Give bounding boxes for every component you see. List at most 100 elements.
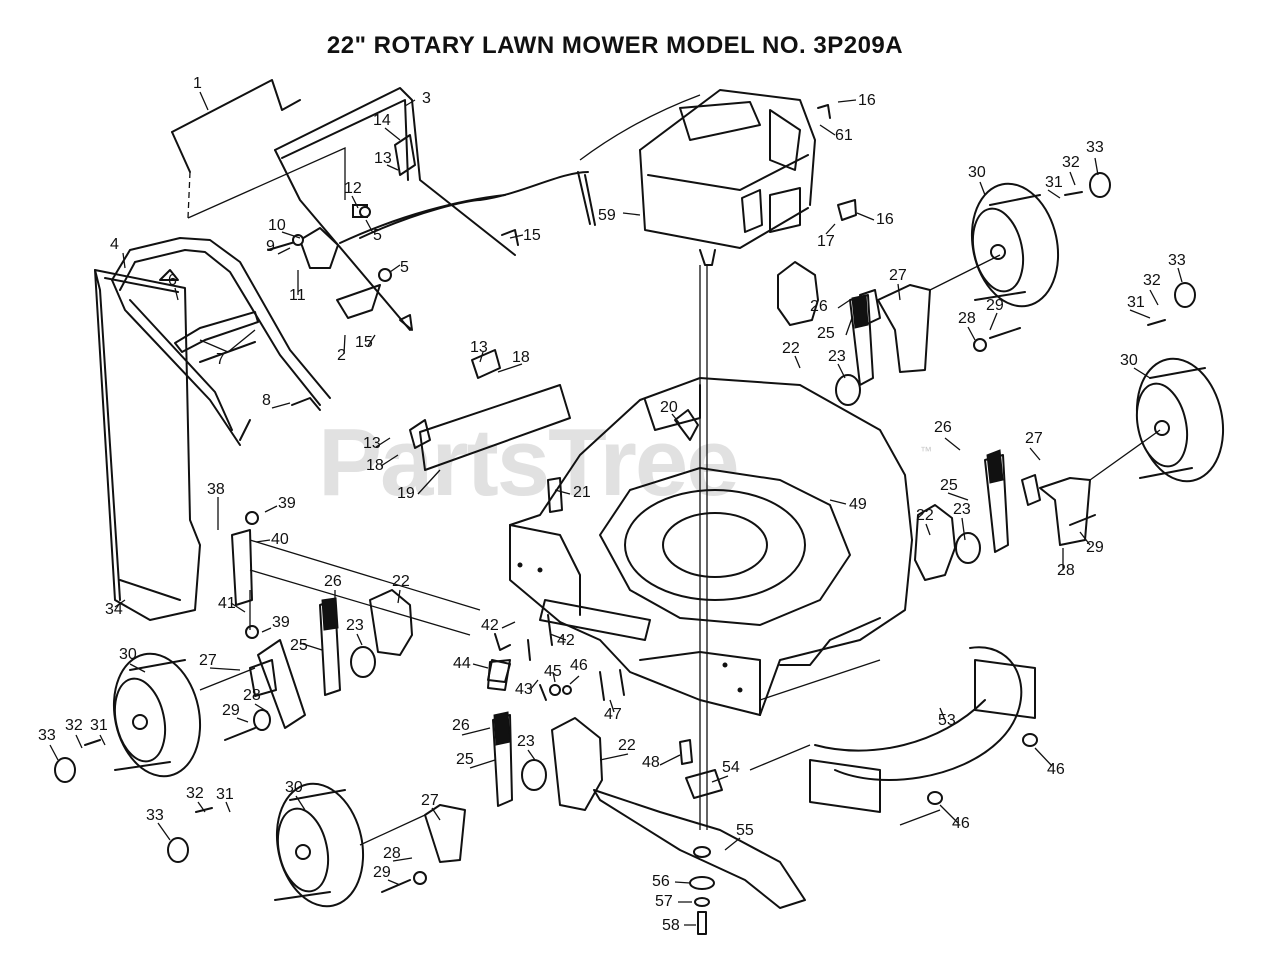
callout-55: 55 <box>736 822 754 839</box>
callout-25: 25 <box>817 325 835 342</box>
deck-fasteners <box>249 539 625 701</box>
callout-8: 8 <box>262 392 271 409</box>
callout-21: 21 <box>573 484 591 501</box>
callout-28: 28 <box>243 687 261 704</box>
callout-5: 5 <box>373 227 382 244</box>
callout-32: 32 <box>186 785 204 802</box>
callout-29: 29 <box>373 864 391 881</box>
rear-wheel-upper <box>970 182 1060 308</box>
callout-25: 25 <box>940 477 958 494</box>
front-wheel-upper <box>112 652 202 778</box>
callout-7: 7 <box>216 351 225 368</box>
callout-22: 22 <box>618 737 636 754</box>
callout-31: 31 <box>216 786 234 803</box>
engine <box>579 89 857 266</box>
callout-30: 30 <box>1120 352 1138 369</box>
callout-2: 2 <box>337 347 346 364</box>
callout-48: 48 <box>642 754 660 771</box>
callout-13: 13 <box>374 150 392 167</box>
front-wheel-lower <box>274 782 365 908</box>
callout-28: 28 <box>383 845 401 862</box>
callout-57: 57 <box>655 893 673 910</box>
height-adjusters-right <box>777 261 1009 581</box>
front-axle-hardware <box>54 659 466 893</box>
callout-31: 31 <box>90 717 108 734</box>
callout-6: 6 <box>168 272 177 289</box>
callout-47: 47 <box>604 706 622 723</box>
callout-19: 19 <box>397 485 415 502</box>
callout-30: 30 <box>285 779 303 796</box>
callout-16: 16 <box>858 92 876 109</box>
callout-33: 33 <box>1086 139 1104 156</box>
callout-5: 5 <box>400 259 409 276</box>
upper-handle <box>171 79 516 331</box>
callout-39: 39 <box>272 614 290 631</box>
control-cable <box>339 171 596 244</box>
callout-15: 15 <box>355 334 373 351</box>
callout-27: 27 <box>889 267 907 284</box>
callout-20: 20 <box>660 399 678 416</box>
rear-chute <box>749 646 1038 826</box>
callout-54: 54 <box>722 759 740 776</box>
callout-9: 9 <box>266 238 275 255</box>
callout-46: 46 <box>570 657 588 674</box>
callout-11: 11 <box>289 287 306 304</box>
callout-40: 40 <box>271 531 289 548</box>
callout-27: 27 <box>421 792 439 809</box>
callout-22: 22 <box>916 507 934 524</box>
callout-16: 16 <box>876 211 894 228</box>
callout-17: 17 <box>817 233 835 250</box>
callout-18: 18 <box>512 349 530 366</box>
callout-23: 23 <box>953 501 971 518</box>
callout-39: 39 <box>278 495 296 512</box>
callout-49: 49 <box>849 496 867 513</box>
callout-26: 26 <box>324 573 342 590</box>
callout-33: 33 <box>146 807 164 824</box>
callout-18: 18 <box>366 457 384 474</box>
blade-assembly <box>593 739 806 935</box>
rear-wheel-lower <box>1135 357 1225 483</box>
callout-29: 29 <box>222 702 240 719</box>
callout-30: 30 <box>968 164 986 181</box>
callout-25: 25 <box>290 637 308 654</box>
callout-12: 12 <box>344 180 362 197</box>
callout-29: 29 <box>986 297 1004 314</box>
callout-22: 22 <box>782 340 800 357</box>
callout-30: 30 <box>119 646 137 663</box>
callout-4: 4 <box>110 236 119 253</box>
callout-42: 42 <box>481 617 499 634</box>
callout-29: 29 <box>1086 539 1104 556</box>
watermark-trademark: ™ <box>920 444 932 458</box>
callout-13: 13 <box>363 435 381 452</box>
grass-catcher <box>94 269 201 621</box>
callout-32: 32 <box>65 717 83 734</box>
callout-32: 32 <box>1143 272 1161 289</box>
callout-33: 33 <box>38 727 56 744</box>
callout-23: 23 <box>828 348 846 365</box>
leader-lines <box>49 91 1183 926</box>
callout-45: 45 <box>544 663 562 680</box>
callout-38: 38 <box>207 481 225 498</box>
callout-26: 26 <box>452 717 470 734</box>
callout-26: 26 <box>934 419 952 436</box>
callout-42: 42 <box>557 632 575 649</box>
callout-41: 41 <box>218 595 236 612</box>
callout-32: 32 <box>1062 154 1080 171</box>
callout-28: 28 <box>958 310 976 327</box>
callout-33: 33 <box>1168 252 1186 269</box>
side-hardware <box>231 511 603 811</box>
callout-26: 26 <box>810 298 828 315</box>
callout-56: 56 <box>652 873 670 890</box>
callout-31: 31 <box>1045 174 1063 191</box>
callout-25: 25 <box>456 751 474 768</box>
callout-23: 23 <box>517 733 535 750</box>
callout-43: 43 <box>515 681 533 698</box>
callout-31: 31 <box>1127 294 1145 311</box>
callout-46: 46 <box>952 815 970 832</box>
callout-27: 27 <box>199 652 217 669</box>
callout-58: 58 <box>662 917 680 934</box>
callout-14: 14 <box>373 112 391 129</box>
callout-27: 27 <box>1025 430 1043 447</box>
callouts: 1 3 16 61 14 13 12 33 32 30 31 10 5 59 1… <box>38 75 1186 934</box>
